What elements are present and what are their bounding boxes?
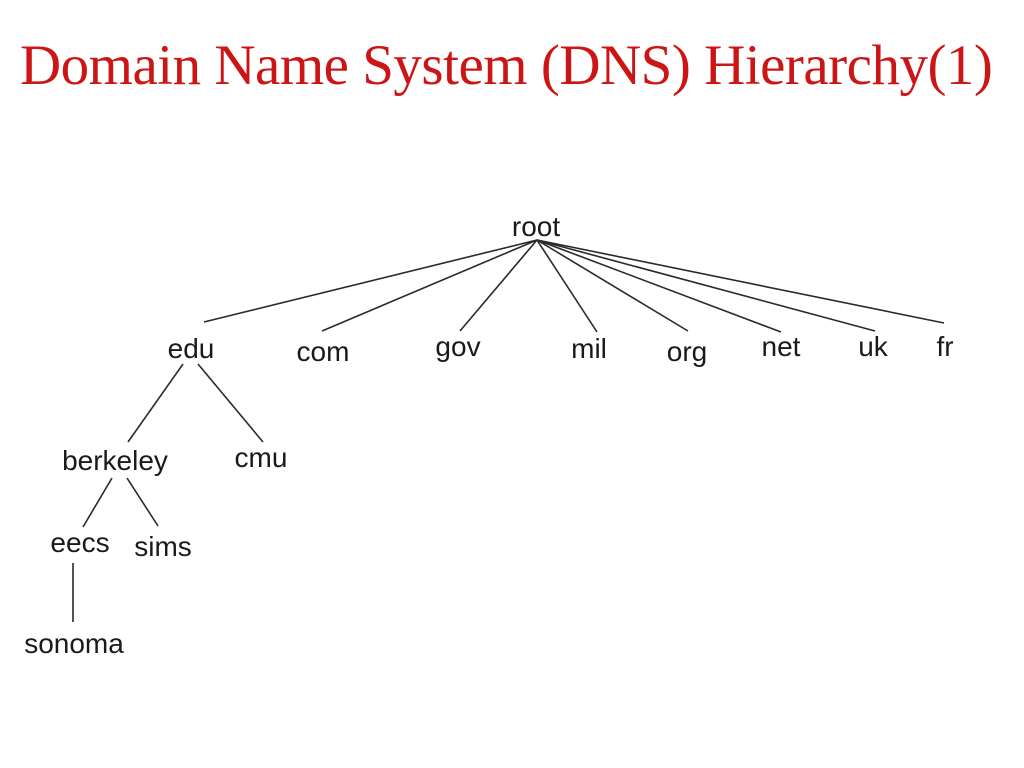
node-berkeley: berkeley: [62, 445, 168, 476]
node-edu: edu: [167, 333, 215, 364]
node-root: root: [511, 211, 561, 242]
edge-berkeley-eecs: [82, 477, 113, 528]
slide-title: Domain Name System (DNS) Hierarchy(1): [20, 34, 993, 97]
edge-root-net: [536, 239, 782, 333]
node-gov: gov: [435, 331, 481, 362]
edge-root-edu: [203, 239, 538, 323]
node-sonoma: sonoma: [24, 628, 124, 659]
node-com: com: [296, 336, 350, 367]
edge-root-uk: [536, 239, 876, 332]
node-mil: mil: [571, 333, 607, 364]
edge-edu-berkeley: [127, 363, 184, 443]
edge-root-fr: [536, 239, 945, 324]
node-net: net: [761, 331, 801, 362]
node-fr: fr: [936, 331, 954, 362]
edge-root-mil: [536, 239, 598, 333]
node-cmu: cmu: [234, 442, 288, 473]
edge-root-com: [321, 239, 538, 332]
node-sims: sims: [134, 531, 192, 562]
node-eecs: eecs: [50, 527, 110, 558]
edge-berkeley-sims: [126, 477, 159, 527]
node-uk: uk: [858, 331, 888, 362]
node-org: org: [666, 336, 708, 367]
edge-edu-cmu: [197, 363, 264, 443]
edge-root-gov: [459, 239, 538, 332]
edge-root-org: [536, 239, 689, 332]
